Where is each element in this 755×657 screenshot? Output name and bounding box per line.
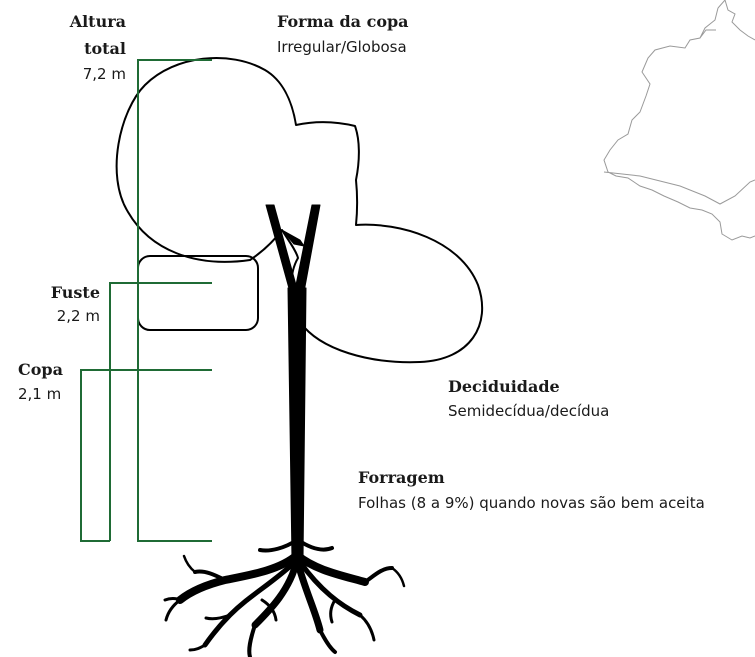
altura-bracket	[137, 59, 212, 542]
fuste-label: Fuste	[50, 283, 100, 302]
copa-label: Copa	[18, 360, 63, 379]
tree-silhouette-icon	[163, 204, 406, 657]
deciduidade-title: Deciduidade	[448, 377, 560, 396]
copa-value: 2,1 m	[18, 385, 62, 403]
copa-bracket	[80, 369, 212, 542]
fuste-bracket	[109, 282, 212, 541]
forma-copa-value: Irregular/Globosa	[277, 38, 407, 56]
altura-label-line2: total	[84, 39, 126, 58]
altura-label-line1: Altura	[69, 12, 126, 31]
deciduidade-value: Semidecídua/decídua	[448, 402, 610, 420]
fuste-value: 2,2 m	[56, 307, 100, 325]
measurement-lines	[80, 59, 212, 542]
forma-copa-title: Forma da copa	[277, 12, 409, 31]
forragem-value: Folhas (8 a 9%) quando novas são bem ace…	[358, 494, 705, 512]
forragem-title: Forragem	[358, 468, 445, 487]
altura-value: 7,2 m	[82, 65, 126, 83]
region-map-icon	[603, 0, 755, 241]
